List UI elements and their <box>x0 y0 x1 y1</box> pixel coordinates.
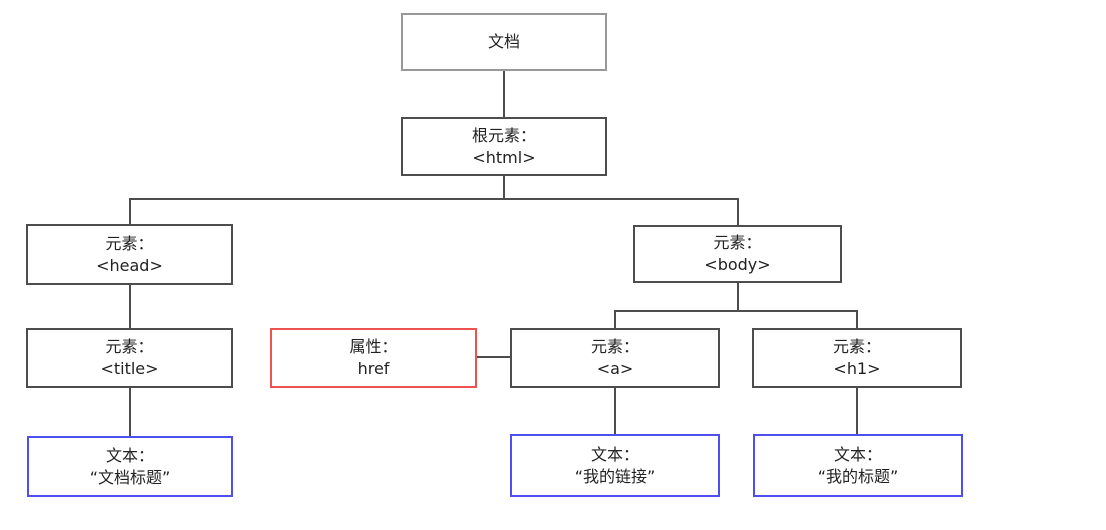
node-element-title: 元素： <title> <box>26 328 233 388</box>
node-text-my-link: 文本： “我的链接” <box>510 434 720 497</box>
node-attribute-href-type: 属性： <box>349 337 398 356</box>
node-text-my-link-type: 文本： <box>590 444 639 464</box>
connector-split-head <box>129 198 131 224</box>
connector-split-h1 <box>856 310 858 328</box>
connector-body-stub <box>737 283 739 312</box>
node-element-title-tag: <title> <box>100 359 159 378</box>
connector-h1-text <box>856 388 858 434</box>
node-element-body-type: 元素： <box>713 233 762 252</box>
node-element-h1-tag: <h1> <box>833 359 881 378</box>
connector-href-a <box>477 356 510 358</box>
node-element-body: 元素： <body> <box>633 225 842 283</box>
node-element-head-tag: <head> <box>96 255 163 275</box>
connector-body-split <box>614 310 858 312</box>
node-text-my-heading-type: 文本： <box>833 444 882 464</box>
connector-html-stub <box>503 176 505 200</box>
node-document-label: 文档 <box>487 32 520 51</box>
node-attribute-href-name: href <box>357 359 390 378</box>
node-root-html: 根元素： <html> <box>401 117 607 176</box>
node-element-head-type: 元素： <box>105 233 154 253</box>
connector-head-title <box>129 285 131 328</box>
node-element-head: 元素： <head> <box>26 224 233 285</box>
node-element-h1: 元素： <h1> <box>752 328 962 388</box>
node-element-a-type: 元素： <box>590 337 639 356</box>
node-text-my-heading: 文本： “我的标题” <box>753 434 963 497</box>
node-element-a: 元素： <a> <box>510 328 720 388</box>
connector-document-html <box>503 71 505 117</box>
node-text-my-heading-value: “我的标题” <box>817 466 899 486</box>
node-element-body-tag: <body> <box>704 255 771 274</box>
connector-split-body <box>737 198 739 225</box>
node-root-html-tag: <html> <box>472 147 536 167</box>
node-element-a-tag: <a> <box>596 359 634 378</box>
connector-title-text <box>129 387 131 436</box>
node-attribute-href: 属性： href <box>270 328 477 388</box>
connector-html-split <box>129 198 739 200</box>
node-text-document-title-value: “文档标题” <box>89 467 171 487</box>
node-element-h1-type: 元素： <box>832 337 881 356</box>
node-text-document-title-type: 文本： <box>105 445 154 465</box>
node-text-document-title: 文本： “文档标题” <box>27 436 233 497</box>
node-text-my-link-value: “我的链接” <box>574 466 656 486</box>
node-root-html-type: 根元素： <box>471 125 536 145</box>
node-document: 文档 <box>401 13 607 71</box>
connector-a-text <box>614 388 616 434</box>
node-element-title-type: 元素： <box>105 337 154 356</box>
connector-split-a <box>614 310 616 328</box>
